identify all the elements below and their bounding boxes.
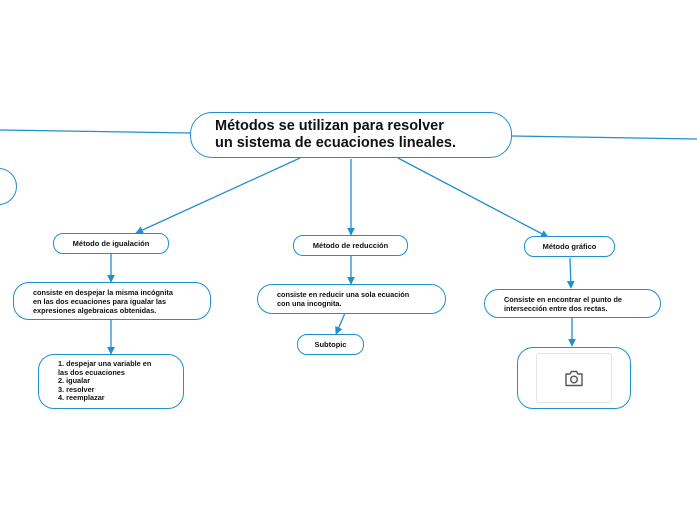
root-topic[interactable]: Métodos se utilizan para resolver un sis… xyxy=(190,112,512,158)
method-grafico-label: Método gráfico xyxy=(542,242,597,251)
edge-reduccion-subtopic xyxy=(335,312,346,335)
desc-igualacion[interactable]: consiste en despejar la misma incógnita … xyxy=(13,282,211,320)
method-grafico[interactable]: Método gráfico xyxy=(524,236,615,257)
subtopic-reduccion-label: Subtopic xyxy=(314,340,347,349)
desc-grafico-label: Consiste en encontrar el punto de inters… xyxy=(504,294,622,313)
method-reduccion[interactable]: Método de reducción xyxy=(293,235,408,256)
camera-icon xyxy=(565,370,583,386)
method-igualacion-label: Método de igualación xyxy=(72,239,150,248)
desc-reduccion[interactable]: consiste en reducir una sola ecuación co… xyxy=(257,284,446,314)
edge-left-offscreen xyxy=(0,129,191,134)
desc-grafico[interactable]: Consiste en encontrar el punto de inters… xyxy=(484,289,661,318)
image-node-grafico[interactable] xyxy=(517,347,631,409)
edge-right-offscreen xyxy=(511,135,697,140)
root-topic-label: Métodos se utilizan para resolver un sis… xyxy=(215,118,456,151)
edge-root-igualacion xyxy=(135,157,301,234)
desc-reduccion-label: consiste en reducir una sola ecuación co… xyxy=(277,290,410,308)
image-placeholder[interactable] xyxy=(536,353,612,403)
edge-grafico-desc xyxy=(566,257,575,289)
steps-igualacion-label: 1. despejar una variable en las dos ecua… xyxy=(58,359,152,403)
edge-root-grafico xyxy=(397,157,549,238)
method-igualacion[interactable]: Método de igualación xyxy=(53,233,169,254)
method-reduccion-label: Método de reducción xyxy=(312,241,389,250)
desc-igualacion-label: consiste en despejar la misma incógnita … xyxy=(33,287,173,315)
subtopic-reduccion[interactable]: Subtopic xyxy=(297,334,364,355)
steps-igualacion[interactable]: 1. despejar una variable en las dos ecua… xyxy=(38,354,184,409)
